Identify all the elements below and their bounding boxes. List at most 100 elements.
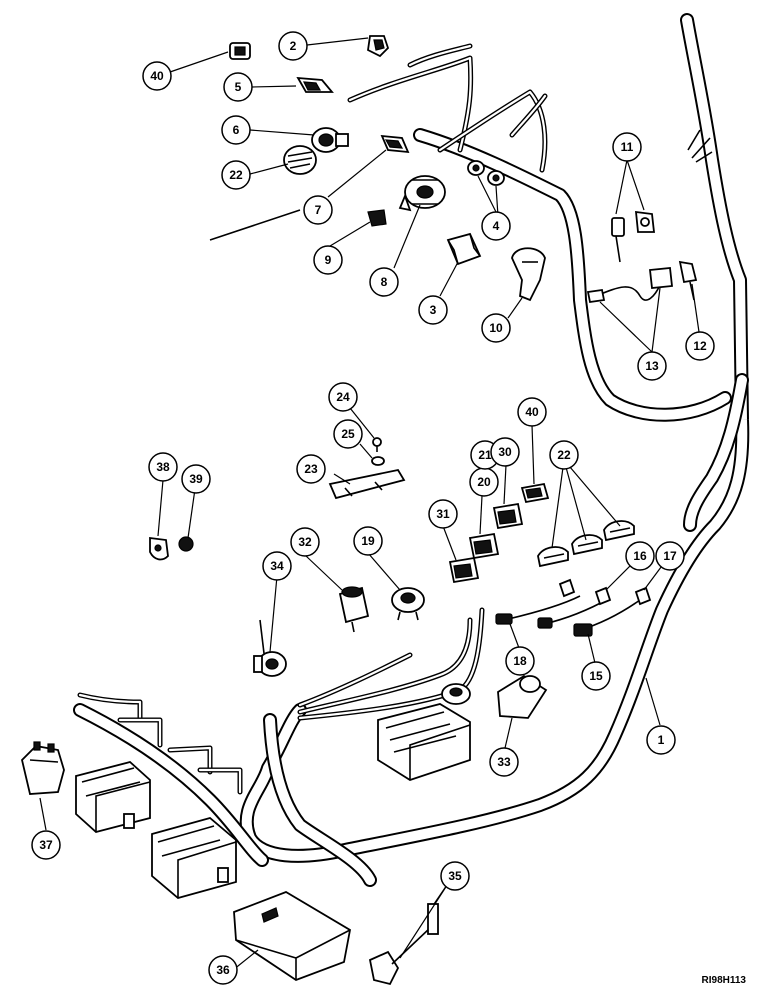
part-40-lens [520,482,550,504]
callout-8: 8 [369,267,399,297]
part-7-rocker [380,134,410,154]
drawing-reference-code: RI98H113 [701,975,746,986]
callout-5: 5 [223,72,253,102]
part-10-buzzer [511,247,546,302]
callout-16: 16 [625,541,655,571]
callout-35: 35 [440,861,470,891]
svg-text:12: 12 [693,339,707,353]
svg-text:17: 17 [663,549,677,563]
svg-text:16: 16 [633,549,647,563]
part-15-18-sensor-leads [495,578,652,637]
callout-31: 31 [428,499,458,529]
callout-12: 12 [685,331,715,361]
part-22-switch-caps [537,520,635,568]
main-harness [73,13,750,887]
svg-text:23: 23 [304,462,318,476]
svg-text:25: 25 [341,427,355,441]
svg-text:1: 1 [658,733,665,747]
svg-text:18: 18 [513,654,527,668]
callout-22-top: 22 [221,160,251,190]
part-35-ground-strap [368,903,439,986]
part-9-key [367,209,387,227]
fuse-block-left [75,761,151,833]
callout-40-top: 40 [142,61,172,91]
part-36-cover [233,891,352,982]
svg-text:24: 24 [336,390,350,404]
callout-3: 3 [418,295,448,325]
callout-32: 32 [290,527,320,557]
svg-text:8: 8 [381,275,388,289]
part-32-solenoid [338,586,370,633]
callout-10: 10 [481,313,511,343]
part-12-plug [678,260,698,301]
callout-38: 38 [148,452,178,482]
callout-22-mid: 22 [549,440,579,470]
callout-2: 2 [278,31,308,61]
svg-text:36: 36 [216,963,230,977]
part-4-bulb-sockets [467,160,505,186]
callout-13: 13 [637,351,667,381]
part-5-switch [296,76,334,93]
svg-text:9: 9 [325,253,332,267]
callout-25: 25 [333,419,363,449]
svg-text:35: 35 [448,869,462,883]
callout-18: 18 [505,646,535,676]
svg-text:22: 22 [229,168,243,182]
part-25-washer [371,456,385,466]
svg-text:32: 32 [298,535,312,549]
leader-lines [39,37,700,971]
callout-19: 19 [353,526,383,556]
callout-4: 4 [481,211,511,241]
svg-text:6: 6 [233,123,240,137]
callouts: 1 2 3 4 5 6 7 8 9 10 11 12 13 15 16 17 1… [31,31,715,985]
part-11-connectors [611,210,656,263]
callout-36: 36 [208,955,238,985]
callout-33: 33 [489,747,519,777]
svg-text:4: 4 [493,219,500,233]
fuse-block-bottom [151,817,237,899]
part-23-bracket [328,468,406,500]
part-6-rotary-switch [311,127,349,153]
svg-text:30: 30 [498,445,512,459]
svg-text:34: 34 [270,559,284,573]
part-37-starter-relay [21,741,65,795]
callout-17: 17 [655,541,685,571]
part-20-switch [468,532,500,560]
svg-text:15: 15 [589,669,603,683]
part-38-clip [149,536,169,561]
callout-1: 1 [646,725,676,755]
callout-30: 30 [490,437,520,467]
parts [21,35,698,986]
svg-text:2: 2 [290,39,297,53]
part-2-connector [367,35,390,58]
svg-text:10: 10 [489,321,503,335]
part-30-switch [492,502,524,530]
svg-text:19: 19 [361,534,375,548]
svg-text:22: 22 [557,448,571,462]
fuse-block-center [377,683,471,781]
part-34-horn [253,619,287,677]
svg-text:33: 33 [497,755,511,769]
svg-text:3: 3 [430,303,437,317]
part-31-switch [448,556,480,584]
svg-text:5: 5 [235,80,242,94]
svg-text:13: 13 [645,359,659,373]
callout-37: 37 [31,830,61,860]
part-13-cable-connectors [586,267,673,304]
svg-text:11: 11 [621,140,634,154]
callout-23: 23 [296,454,326,484]
svg-text:7: 7 [315,203,322,217]
svg-text:37: 37 [39,838,53,852]
svg-text:38: 38 [156,460,170,474]
callout-9: 9 [313,245,343,275]
callout-6: 6 [221,115,251,145]
callout-24: 24 [328,382,358,412]
part-33-flasher [497,674,548,719]
svg-text:40: 40 [525,405,539,419]
svg-text:20: 20 [477,475,491,489]
part-3-relay [446,232,482,266]
wire-bundles [77,43,713,795]
svg-text:39: 39 [189,472,203,486]
